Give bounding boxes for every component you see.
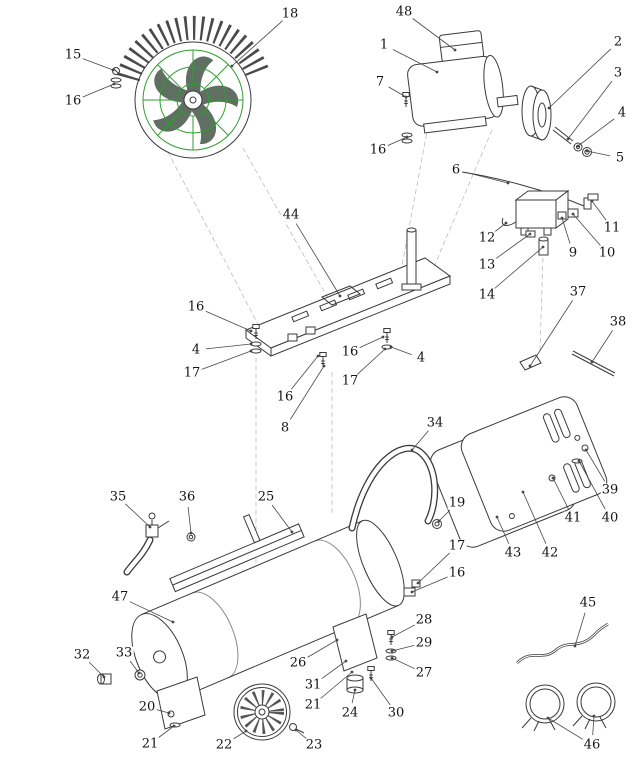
pressure-switch — [501, 190, 599, 256]
cylinder-fins — [116, 15, 270, 82]
belt-guard — [429, 350, 616, 548]
nipple-fitting — [557, 211, 567, 220]
unloader-tube — [501, 217, 517, 226]
axle-bolt — [289, 723, 297, 731]
pump-fan-assembly — [110, 15, 270, 159]
pulley-nut — [582, 147, 592, 157]
elbow-fitting — [583, 193, 599, 210]
fan-grille — [142, 49, 244, 151]
drain-plug-group — [97, 669, 146, 685]
motor-bolt — [402, 92, 410, 108]
handle — [348, 444, 439, 532]
guard-front-panel — [460, 396, 608, 532]
wheel-assembly — [156, 676, 305, 741]
guard-strip — [571, 350, 616, 377]
air-tank — [97, 444, 442, 741]
wheel-spokes — [240, 690, 284, 734]
motor-shaft — [496, 94, 519, 108]
outlet-cylinder — [538, 236, 549, 256]
foot-bracket — [332, 613, 397, 694]
rubber-foot — [346, 686, 364, 694]
electric-motor — [401, 30, 592, 207]
discharge-pipe — [401, 227, 422, 291]
switch-fitting — [525, 230, 536, 238]
fan-blades — [147, 52, 239, 146]
hose — [516, 622, 609, 664]
plate-opening — [321, 285, 361, 306]
coupler-fitting — [567, 208, 579, 218]
tank-port — [153, 650, 167, 664]
fan-guard-screw — [110, 67, 122, 89]
safety-valve — [123, 512, 196, 576]
mounting-stud — [242, 513, 261, 544]
fan-shroud — [134, 41, 252, 159]
shaft-key — [552, 126, 574, 145]
guard-bracket — [519, 354, 542, 371]
fan-hub — [183, 90, 203, 110]
motor-pulley — [521, 85, 552, 141]
baseplate — [244, 227, 452, 368]
motor-foot — [423, 115, 487, 134]
pulley-washer — [573, 142, 583, 152]
tank-fittings — [403, 519, 442, 597]
coiled-hoses — [521, 682, 616, 732]
